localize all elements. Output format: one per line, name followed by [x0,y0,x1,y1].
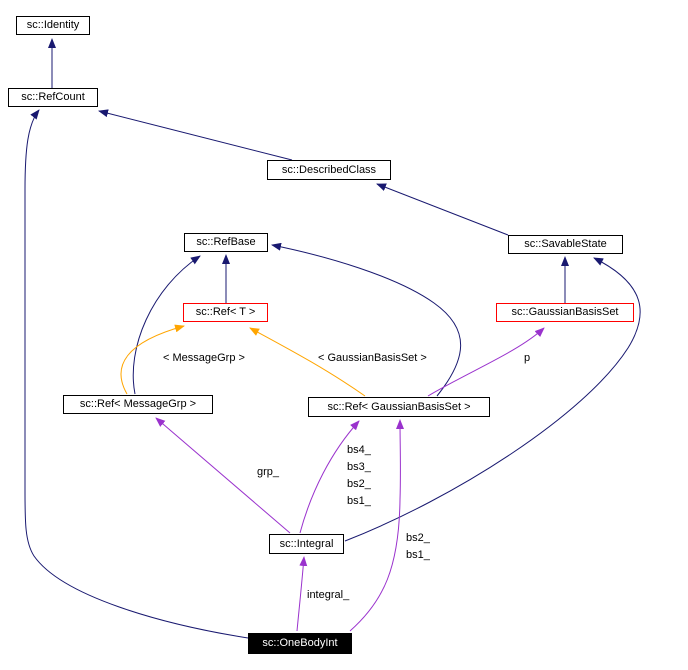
node-sc-onebodyint: sc::OneBodyInt [248,633,352,654]
node-sc-ref-gaussianbasisset[interactable]: sc::Ref< GaussianBasisSet > [308,397,490,417]
edge-label-template-messagegrp: < MessageGrp > [163,352,245,364]
node-sc-identity[interactable]: sc::Identity [16,16,90,35]
edge-label-template-gaussianbasisset: < GaussianBasisSet > [318,352,427,364]
edge-label-bs4: bs4_ [347,444,371,456]
edge-integral-ref-gaussianbasisset [299,420,360,534]
edge-label-integral: integral_ [307,589,350,601]
edge-ref-gaussianbasisset-gaussianbasisset [427,327,545,397]
edge-describedclass-refcount [98,109,293,161]
edge-onebodyint-ref-gaussianbasisset [349,419,405,632]
edge-label-p: p [524,352,531,364]
node-sc-refcount[interactable]: sc::RefCount [8,88,98,107]
edge-label-grp: grp_ [257,466,280,478]
edge-integral-savablestate [344,257,641,542]
node-sc-gaussianbasisset[interactable]: sc::GaussianBasisSet [496,303,634,322]
node-sc-ref-t[interactable]: sc::Ref< T > [183,303,268,322]
node-sc-describedclass[interactable]: sc::DescribedClass [267,160,391,180]
edge-label-bs2b: bs2_ [406,532,430,544]
edge-label-bs1: bs1_ [347,495,371,507]
edge-template-ref-messagegrp [120,324,185,395]
edge-onebodyint-integral [296,556,308,632]
node-sc-savablestate[interactable]: sc::SavableState [508,235,623,254]
edge-label-bs3: bs3_ [347,461,371,473]
edge-ref-messagegrp-refbase [132,255,201,395]
edge-label-bs1b: bs1_ [406,549,430,561]
edge-onebodyint-refcount [24,109,249,639]
edge-integral-ref-messagegrp [155,417,291,534]
edge-template-ref-gaussianbasisset [249,327,366,397]
edge-label-bs2: bs2_ [347,478,371,490]
node-sc-refbase[interactable]: sc::RefBase [184,233,268,252]
edge-savablestate-describedclass [376,183,509,236]
node-sc-ref-messagegrp[interactable]: sc::Ref< MessageGrp > [63,395,213,414]
node-sc-integral[interactable]: sc::Integral [269,534,344,554]
edge-ref-gaussianbasisset-refbase [271,242,462,397]
